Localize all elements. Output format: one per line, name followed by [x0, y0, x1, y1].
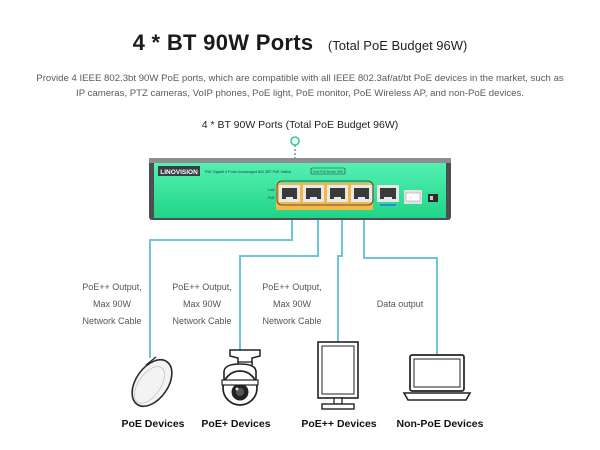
page-heading: 4 * BT 90W Ports (Total PoE Budget 96W) [0, 30, 600, 56]
device-label-poe-plus-plus: PoE++ Devices [301, 418, 377, 430]
cable-3 [337, 200, 343, 342]
cable-label-2-line3: Network Cable [172, 316, 232, 326]
cable-label-1: PoE++ Output, Max 90W Network Cable [72, 279, 152, 330]
wireless-ap-icon [131, 356, 173, 407]
cable-label-1-line3: Network Cable [82, 316, 142, 326]
monitor-icon [317, 341, 359, 410]
cable-4 [363, 200, 438, 355]
cable-2 [239, 200, 319, 350]
poe-port-4 [351, 185, 372, 202]
device-label-non-poe: Non-PoE Devices [396, 418, 484, 430]
budget-badge [310, 167, 346, 175]
device-label-poe-plus: PoE+ Devices [201, 418, 271, 430]
poe-port-1 [279, 185, 300, 202]
cable-label-4: Data output [362, 296, 438, 313]
cable-label-4-line1: Data output [376, 299, 424, 309]
led-label-poe: PoE [268, 196, 275, 200]
poe-switch: LINOVISION PoE Gigabit 4 Ports Unmanaged… [149, 158, 451, 220]
cable-label-3-line2: Max 90W [272, 299, 311, 309]
uplink-port [377, 185, 399, 206]
brand-label: LINOVISION [160, 169, 198, 176]
heading-main: 4 * BT 90W Ports [132, 30, 314, 55]
poe-ports [279, 185, 372, 202]
device-label-poe: PoE Devices [121, 418, 185, 430]
budget-badge-text: Total PoE Budget 96W [313, 170, 343, 174]
cable-label-2-line1: PoE++ Output, [172, 282, 232, 292]
dip-switch [428, 194, 438, 202]
cable-label-1-line2: Max 90W [92, 299, 131, 309]
cable-label-3-line3: Network Cable [262, 316, 322, 326]
model-text: PoE Gigabit 4 Ports Unmanaged 802.3BT Po… [205, 170, 291, 174]
laptop-icon [402, 354, 472, 401]
sfp-slot [404, 190, 422, 204]
cable-label-2-line2: Max 90W [182, 299, 221, 309]
cable-label-3: PoE++ Output, Max 90W Network Cable [252, 279, 332, 330]
switch-port-title: 4 * BT 90W Ports (Total PoE Budget 96W) [201, 119, 399, 131]
cable-label-2: PoE++ Output, Max 90W Network Cable [162, 279, 242, 330]
brand-plate [158, 166, 200, 176]
led-label-link: Link [268, 188, 275, 192]
heading-sub: (Total PoE Budget 96W) [327, 38, 468, 53]
cable-label-1-line1: PoE++ Output, [82, 282, 142, 292]
ptz-camera-icon [221, 349, 261, 406]
poe-port-3 [327, 185, 348, 202]
description-text: Provide 4 IEEE 802.3bt 90W PoE ports, wh… [36, 73, 564, 99]
cable-label-3-line1: PoE++ Output, [262, 282, 322, 292]
port-group-bracket [276, 180, 374, 206]
poe-port-2 [303, 185, 324, 202]
